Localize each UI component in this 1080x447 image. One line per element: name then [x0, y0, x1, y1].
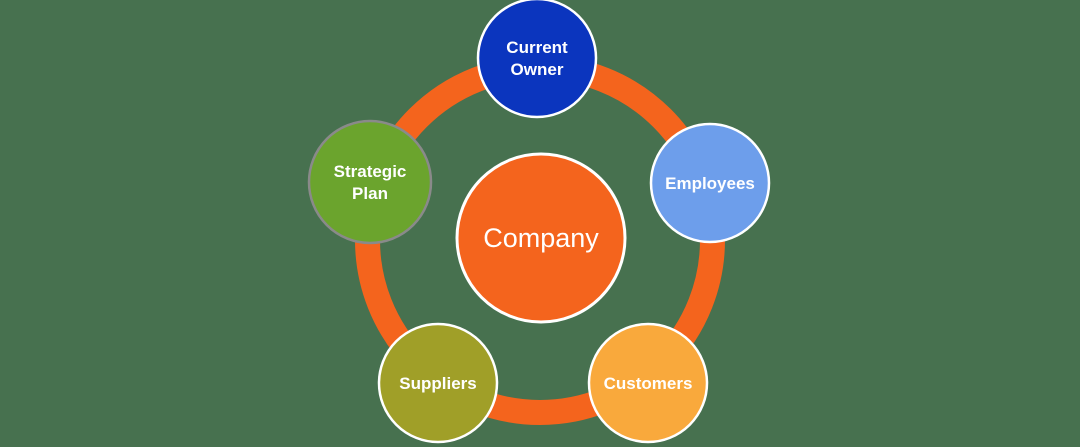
node-circle-customers [587, 322, 709, 444]
node-label-suppliers: Suppliers [399, 374, 476, 393]
node-circle-company [455, 152, 627, 324]
node-circle-current-owner [476, 0, 598, 119]
node-circle-employees [649, 122, 771, 244]
node-company: Company [455, 152, 627, 324]
node-circle-suppliers [377, 322, 499, 444]
node-customers: Customers [587, 322, 709, 444]
node-employees: Employees [649, 122, 771, 244]
node-label-company: Company [483, 223, 599, 253]
node-suppliers: Suppliers [377, 322, 499, 444]
node-circle-strategic-plan [307, 119, 433, 245]
node-label-customers: Customers [604, 374, 693, 393]
node-label-employees: Employees [665, 174, 755, 193]
